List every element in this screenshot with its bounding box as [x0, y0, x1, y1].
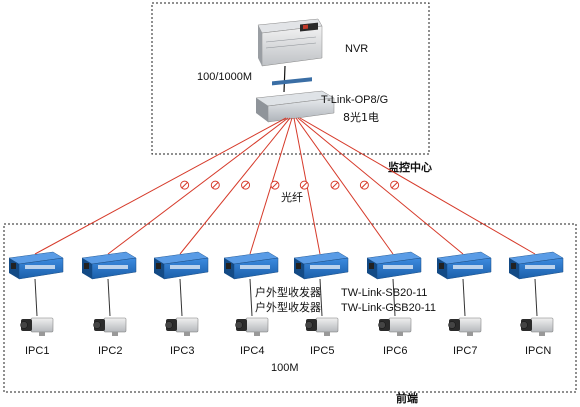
switch-model-label: T-Link-OP8/G: [321, 94, 388, 106]
transceiver-icon: [154, 252, 208, 279]
ethernet-cable: [108, 279, 110, 316]
ethernet-cable: [35, 279, 37, 316]
camera-label: IPC6: [383, 345, 407, 357]
ip-camera-icon: [94, 318, 127, 336]
fiber-line: [296, 118, 393, 254]
transceiver-icon: [367, 252, 421, 279]
camera-label: IPC3: [170, 345, 194, 357]
speed-label: 100M: [271, 362, 299, 374]
transceiver-model-1: TW-Link-SB20-11: [341, 287, 427, 299]
camera-label: IPCN: [525, 345, 551, 357]
transceiver-label-1: 户外型收发器: [255, 285, 321, 299]
fiber-marker-icon: [300, 181, 308, 189]
fiber-label: 光纤: [281, 190, 303, 204]
ip-camera-icon: [449, 318, 482, 336]
ip-camera-icon: [306, 318, 339, 336]
fiber-line: [298, 118, 463, 254]
ip-camera-icon: [236, 318, 269, 336]
fiber-marker-icon: [181, 181, 189, 189]
uplink-label: 100/1000M: [197, 71, 252, 83]
transceiver-icon: [294, 252, 348, 279]
transceiver-icon: [82, 252, 136, 279]
fiber-marker-icon: [391, 181, 399, 189]
ip-camera-icon: [166, 318, 199, 336]
camera-label: IPC7: [453, 345, 477, 357]
ethernet-cable: [535, 279, 537, 316]
transceiver-model-2: TW-Link-GSB20-11: [341, 302, 436, 314]
camera-label: IPC4: [240, 345, 264, 357]
ip-camera-icon: [521, 318, 554, 336]
nvr-icon: [258, 19, 322, 66]
camera-label: IPC1: [25, 345, 49, 357]
ip-camera-icon: [21, 318, 54, 336]
transceiver-icon: [224, 252, 278, 279]
transceiver-icon: [9, 252, 63, 279]
fiber-marker-icon: [211, 181, 219, 189]
fiber-marker-icon: [331, 181, 339, 189]
uplink-line: [284, 66, 285, 92]
camera-label: IPC2: [98, 345, 122, 357]
ethernet-cable: [180, 279, 182, 316]
transceiver-icon: [437, 252, 491, 279]
fiber-marker-icon: [360, 181, 368, 189]
fiber-line: [108, 118, 288, 254]
fiber-lines: [35, 118, 535, 254]
camera-label: IPC5: [310, 345, 334, 357]
ethernet-cable: [463, 279, 465, 316]
monitoring-center-label: 监控中心: [388, 160, 432, 174]
front-end-label: 前端: [396, 391, 418, 405]
transceiver-icon: [509, 252, 563, 279]
fiber-marker-icon: [242, 181, 250, 189]
nvr-label: NVR: [345, 43, 368, 55]
ip-camera-icon: [379, 318, 412, 336]
fiber-marker-icon: [271, 181, 279, 189]
switch-ports-label: 8光1电: [343, 110, 379, 124]
transceiver-label-2: 户外型收发器: [255, 300, 321, 314]
ethernet-cable: [250, 279, 252, 316]
